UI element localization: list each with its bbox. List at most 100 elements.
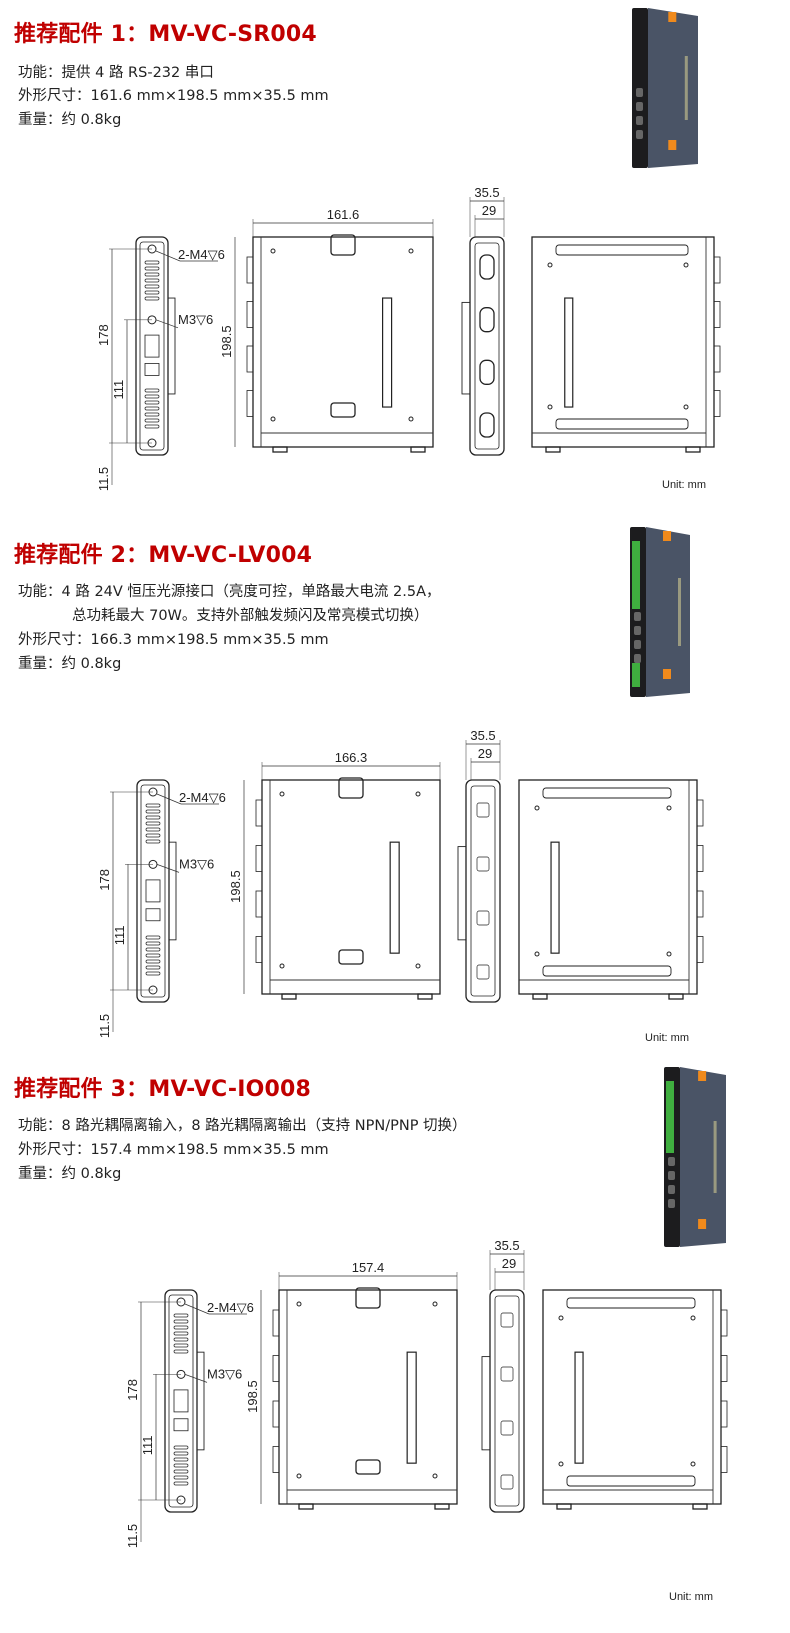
m4-label: 2-M4▽6 [207, 1300, 254, 1315]
port [476, 856, 490, 872]
side-port [144, 334, 160, 358]
orange-tab [668, 12, 677, 22]
side-connector-stub [272, 1446, 280, 1473]
side-port-small [144, 363, 160, 376]
m4-leader [155, 250, 181, 262]
mount-hole [296, 1473, 302, 1479]
side-connector-stub [713, 256, 721, 284]
vent-slot [145, 965, 161, 970]
back-view [542, 1289, 728, 1510]
side-port-small [145, 908, 161, 922]
side-connector-stub [696, 890, 704, 918]
dim-label-depth: 35.5 [474, 185, 499, 200]
foot [545, 446, 561, 453]
dim-label-height: 198.5 [245, 1380, 260, 1413]
end-din-rail [461, 301, 471, 395]
vent-slot [145, 809, 161, 814]
side-connector-stub [713, 390, 721, 417]
product-photo [664, 1067, 726, 1247]
vent-slot [145, 953, 161, 958]
db9-port [479, 307, 495, 333]
backplane-connector [389, 841, 400, 954]
device-face [680, 1067, 726, 1247]
m4-leader [156, 793, 182, 805]
mount-hole [279, 963, 285, 969]
front-housing [261, 779, 441, 995]
backplane-connector [406, 1351, 417, 1464]
m4-leader [184, 1303, 210, 1315]
side-inner-frame [139, 241, 165, 451]
vent-slot [145, 821, 161, 826]
vent-slot [144, 260, 160, 265]
dim-label-inner-depth: 29 [482, 203, 496, 218]
backplane-slot [574, 1351, 584, 1464]
mount-hole [534, 951, 540, 957]
vent-slot [145, 839, 161, 844]
foot [272, 446, 288, 453]
port-glyph [634, 654, 641, 663]
mount-hole [270, 416, 276, 422]
dim-label-height: 198.5 [219, 325, 234, 358]
unit-label: Unit: mm [662, 479, 706, 491]
m3-label: M3▽6 [207, 1366, 242, 1381]
section-2-drawing: 2-M4▽6M3▽617811111.5166.3198.535.529Unit… [97, 527, 704, 1044]
vent-slot [144, 284, 160, 289]
foot [532, 993, 548, 1000]
backplane-slot [550, 841, 560, 954]
side-view: 2-M4▽6M3▽6 [136, 779, 226, 1003]
side-view: 2-M4▽6M3▽6 [164, 1289, 254, 1513]
connector-strip [684, 56, 688, 120]
db9-port [479, 254, 495, 280]
vent-slot [144, 290, 160, 295]
side-port-small [173, 1418, 189, 1432]
front-view [255, 777, 441, 1000]
side-connector-stub [246, 256, 254, 284]
mount-hole [279, 791, 285, 797]
dim-label-178: 178 [97, 869, 112, 891]
port-glyph [668, 1157, 675, 1166]
rail-bracket-top [566, 1297, 696, 1309]
mount-hole [683, 404, 689, 410]
mount-hole [415, 791, 421, 797]
front-view [272, 1287, 458, 1510]
side-connector-stub [720, 1309, 728, 1337]
section-3-weight: 重量：约 0.8kg [18, 1166, 122, 1182]
side-connector-stub [272, 1400, 280, 1428]
foot [685, 446, 701, 453]
terminal-block [632, 541, 640, 609]
unit-label: Unit: mm [669, 1591, 713, 1603]
port [500, 1312, 514, 1328]
m4-label: 2-M4▽6 [178, 247, 225, 262]
side-connector-stub [713, 301, 721, 328]
foot [281, 993, 297, 1000]
end-view [481, 1289, 525, 1513]
section-1-size: 外形尺寸：161.6 mm×198.5 mm×35.5 mm [18, 88, 329, 104]
side-connector-stub [255, 936, 263, 963]
section-1-function: 功能：提供 4 路 RS-232 串口 [18, 65, 214, 81]
vent-slot [173, 1337, 189, 1342]
side-din-rail [167, 297, 176, 395]
back-view [531, 236, 721, 453]
side-connector-stub [720, 1400, 728, 1428]
db9-port [479, 359, 495, 385]
orange-tab [663, 669, 671, 679]
back-view [518, 779, 704, 1000]
port-glyph [636, 88, 643, 97]
side-inner-frame [140, 784, 166, 998]
port [500, 1420, 514, 1436]
side-connector-stub [255, 890, 263, 918]
rail-bracket-top [555, 244, 689, 256]
dim-label-width: 161.6 [327, 207, 360, 222]
mount-hole [666, 805, 672, 811]
dim-label-11.5: 11.5 [96, 467, 111, 491]
section-3-function: 功能：8 路光耦隔离输入，8 路光耦隔离输出（支持 NPN/PNP 切换） [18, 1118, 467, 1134]
side-connector-stub [255, 845, 263, 872]
section-3-drawing: 2-M4▽6M3▽617811111.5157.4198.535.529Unit… [125, 1067, 728, 1603]
foot [410, 446, 426, 453]
port [476, 910, 490, 926]
end-din-rail [481, 1356, 491, 1451]
vent-slot [145, 803, 161, 808]
side-connector-stub [246, 301, 254, 328]
mount-hole [432, 1301, 438, 1307]
vent-slot [145, 935, 161, 940]
